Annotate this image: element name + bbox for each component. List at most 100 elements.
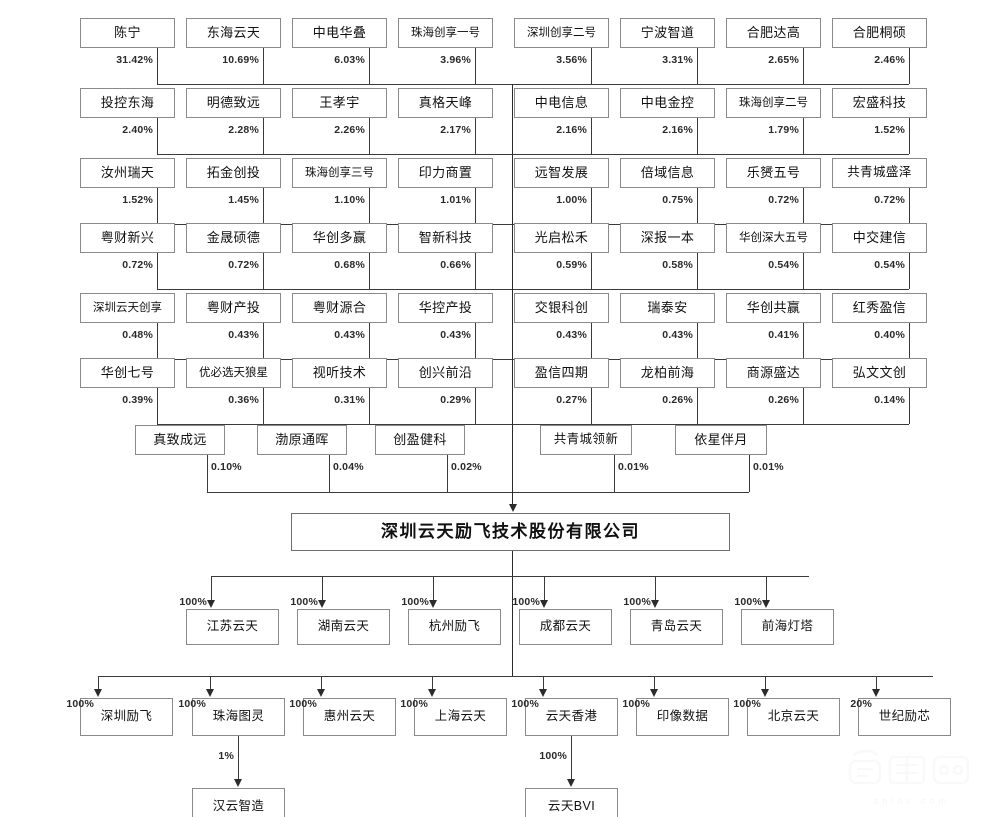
subsidiary-percent: 100% [400, 698, 428, 710]
subsidiary-box-tier2[interactable]: 上海云天 [414, 698, 507, 736]
shareholder-percent: 1.45% [228, 194, 259, 206]
connector-vertical [322, 576, 323, 600]
shareholder-box[interactable]: 投控东海 [80, 88, 175, 118]
shareholder-box[interactable]: 真格天峰 [398, 88, 493, 118]
shareholder-box[interactable]: 华创多赢 [292, 223, 387, 253]
subsidiary-box-tier1[interactable]: 成都云天 [519, 609, 612, 645]
shareholder-box[interactable]: 珠海创享三号 [292, 158, 387, 188]
subsidiary-box-tier1[interactable]: 前海灯塔 [741, 609, 834, 645]
node-label: 深报一本 [640, 229, 695, 245]
shareholder-box[interactable]: 远智发展 [514, 158, 609, 188]
shareholder-box[interactable]: 汝州瑞天 [80, 158, 175, 188]
node-label: 云天香港 [545, 709, 598, 724]
connector-vertical [654, 676, 655, 689]
shareholder-box[interactable]: 弘文文创 [832, 358, 927, 388]
node-label: 倍域信息 [640, 164, 695, 180]
shareholder-percent: 0.41% [768, 329, 799, 341]
shareholder-box[interactable]: 中电华叠 [292, 18, 387, 48]
subsidiary-box-tier2[interactable]: 世纪励芯 [858, 698, 951, 736]
subsidiary-percent: 100% [623, 596, 651, 608]
shareholder-box[interactable]: 视听技术 [292, 358, 387, 388]
shareholder-box[interactable]: 中交建信 [832, 223, 927, 253]
connector-horizontal [512, 84, 909, 85]
subsidiary-percent: 100% [66, 698, 94, 710]
connector-vertical [238, 736, 239, 779]
shareholder-box[interactable]: 华控产投 [398, 293, 493, 323]
connector-vertical [210, 676, 211, 689]
shareholder-box[interactable]: 红秀盈信 [832, 293, 927, 323]
shareholder-box[interactable]: 东海云天 [186, 18, 281, 48]
shareholder-box[interactable]: 交银科创 [514, 293, 609, 323]
shareholder-box[interactable]: 乐赟五号 [726, 158, 821, 188]
subsidiary-box-tier2[interactable]: 珠海图灵 [192, 698, 285, 736]
shareholder-box[interactable]: 光启松禾 [514, 223, 609, 253]
subsidiary-box-tier2[interactable]: 惠州云天 [303, 698, 396, 736]
shareholder-box[interactable]: 深圳云天创享 [80, 293, 175, 323]
shareholder-box[interactable]: 珠海创享一号 [398, 18, 493, 48]
subsidiary-box-tier3[interactable]: 云天BVI [525, 788, 618, 817]
shareholder-box[interactable]: 合肥达高 [726, 18, 821, 48]
connector-horizontal [157, 84, 512, 85]
shareholder-box[interactable]: 拓金创投 [186, 158, 281, 188]
shareholder-box[interactable]: 粤财源合 [292, 293, 387, 323]
shareholder-percent: 1.00% [556, 194, 587, 206]
shareholder-percent: 0.68% [334, 259, 365, 271]
shareholder-box[interactable]: 华创七号 [80, 358, 175, 388]
shareholder-box[interactable]: 华创共赢 [726, 293, 821, 323]
connector-vertical [433, 576, 434, 600]
shareholder-percent: 0.31% [334, 394, 365, 406]
shareholder-box[interactable]: 共青城盛泽 [832, 158, 927, 188]
shareholder-box[interactable]: 真致成远 [135, 425, 225, 455]
node-label: 华控产投 [418, 299, 473, 315]
node-label: 珠海创享三号 [305, 166, 374, 179]
shareholder-box[interactable]: 商源盛达 [726, 358, 821, 388]
shareholder-box[interactable]: 合肥桐硕 [832, 18, 927, 48]
subsidiary-percent: 100% [539, 750, 567, 762]
shareholder-percent: 1.01% [440, 194, 471, 206]
shareholder-box[interactable]: 明德致远 [186, 88, 281, 118]
node-label: 江苏云天 [206, 619, 259, 634]
shareholder-box[interactable]: 王孝宇 [292, 88, 387, 118]
shareholder-box[interactable]: 中电信息 [514, 88, 609, 118]
shareholder-box[interactable]: 共青城领新 [540, 425, 632, 455]
subsidiary-box-tier2[interactable]: 北京云天 [747, 698, 840, 736]
connector-vertical [803, 48, 804, 84]
shareholder-box[interactable]: 创盈健科 [375, 425, 465, 455]
shareholder-box[interactable]: 智新科技 [398, 223, 493, 253]
shareholder-box[interactable]: 粤财新兴 [80, 223, 175, 253]
shareholder-box[interactable]: 粤财产投 [186, 293, 281, 323]
subsidiary-box-tier1[interactable]: 杭州励飞 [408, 609, 501, 645]
shareholder-box[interactable]: 倍域信息 [620, 158, 715, 188]
subsidiary-box-tier1[interactable]: 青岛云天 [630, 609, 723, 645]
shareholder-box[interactable]: 宏盛科技 [832, 88, 927, 118]
connector-vertical [591, 253, 592, 289]
shareholder-box[interactable]: 宁波智道 [620, 18, 715, 48]
shareholder-box[interactable]: 盈信四期 [514, 358, 609, 388]
shareholder-box[interactable]: 深圳创享二号 [514, 18, 609, 48]
subsidiary-box-tier2[interactable]: 云天香港 [525, 698, 618, 736]
shareholder-box[interactable]: 瑞泰安 [620, 293, 715, 323]
shareholder-box[interactable]: 依星伴月 [675, 425, 767, 455]
connector-vertical [475, 388, 476, 424]
node-label: 中交建信 [852, 229, 907, 245]
connector-vertical [697, 48, 698, 84]
company-box[interactable]: 深圳云天励飞技术股份有限公司 [291, 513, 730, 551]
shareholder-box[interactable]: 深报一本 [620, 223, 715, 253]
shareholder-box[interactable]: 金晟硕德 [186, 223, 281, 253]
subsidiary-box-tier1[interactable]: 江苏云天 [186, 609, 279, 645]
shareholder-box[interactable]: 华创深大五号 [726, 223, 821, 253]
shareholder-box[interactable]: 优必选天狼星 [186, 358, 281, 388]
shareholder-box[interactable]: 龙柏前海 [620, 358, 715, 388]
node-label: 盈信四期 [534, 364, 589, 380]
shareholder-box[interactable]: 创兴前沿 [398, 358, 493, 388]
subsidiary-box-tier2[interactable]: 印像数据 [636, 698, 729, 736]
shareholder-box[interactable]: 印力商置 [398, 158, 493, 188]
subsidiary-box-tier2[interactable]: 深圳励飞 [80, 698, 173, 736]
shareholder-box[interactable]: 中电金控 [620, 88, 715, 118]
subsidiary-box-tier3[interactable]: 汉云智造 [192, 788, 285, 817]
subsidiary-box-tier1[interactable]: 湖南云天 [297, 609, 390, 645]
shareholder-percent: 1.79% [768, 124, 799, 136]
shareholder-box[interactable]: 渤原通晖 [257, 425, 347, 455]
shareholder-box[interactable]: 珠海创享二号 [726, 88, 821, 118]
shareholder-box[interactable]: 陈宁 [80, 18, 175, 48]
